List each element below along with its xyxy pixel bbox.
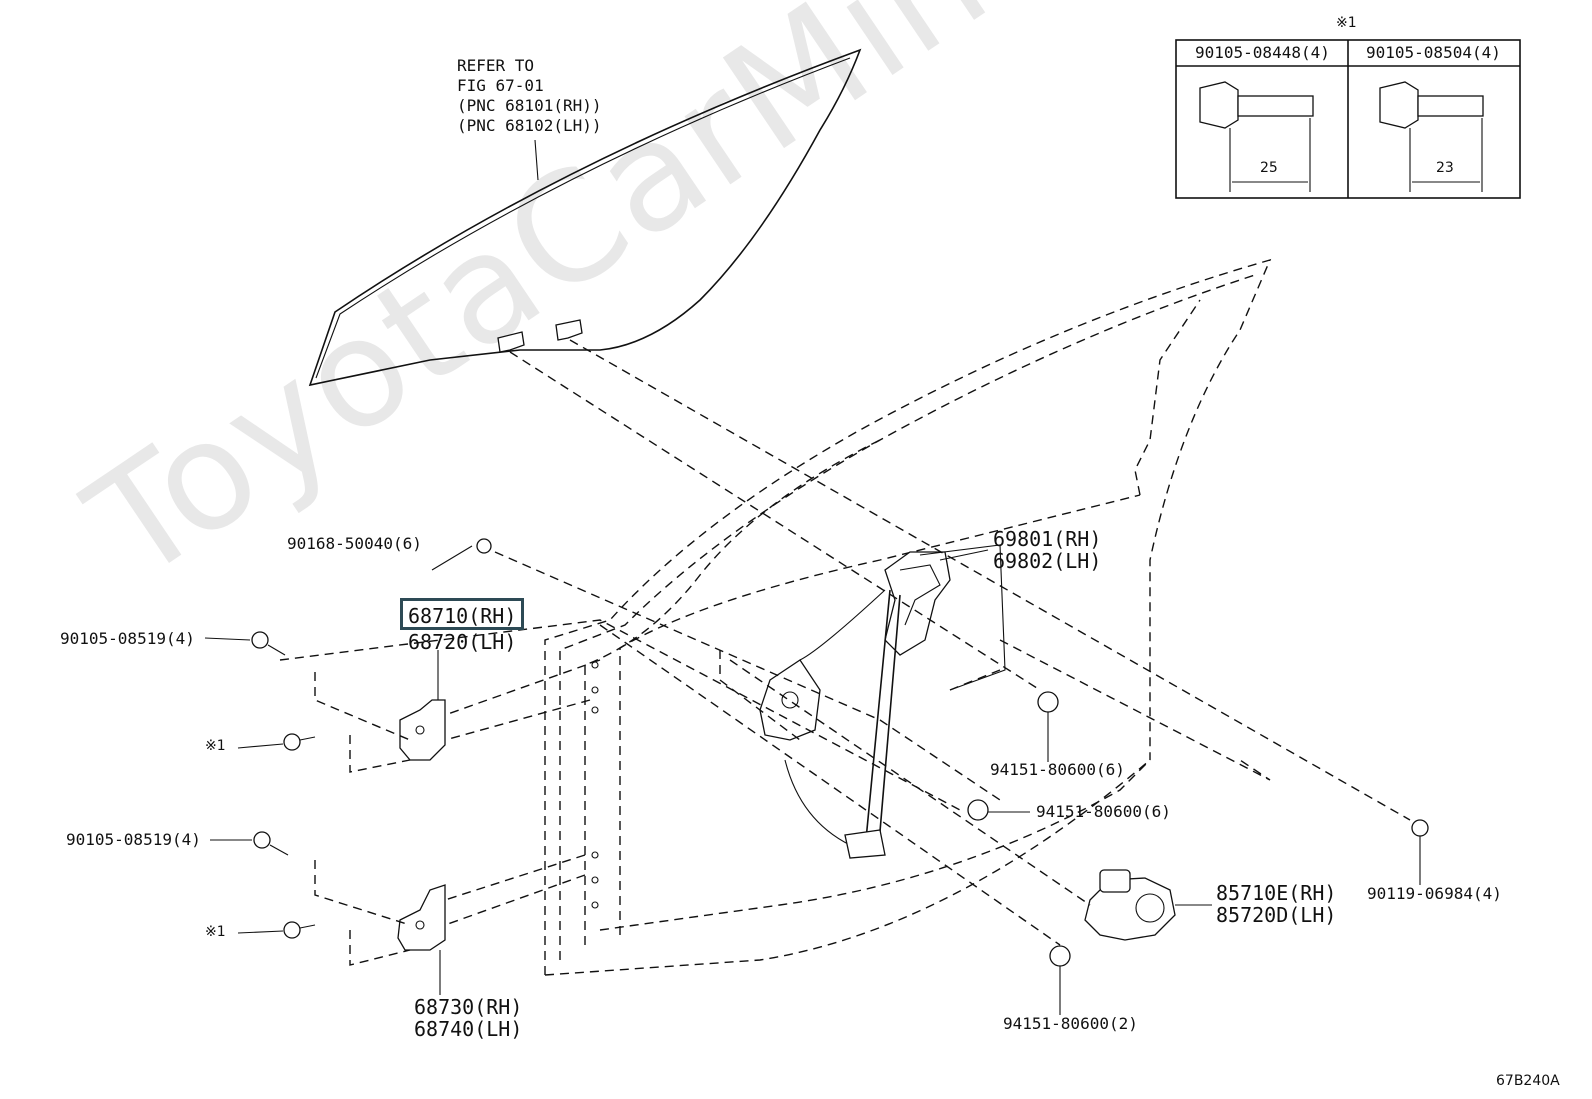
label-hinge-upper-rh: 68710(RH) xyxy=(408,604,517,628)
label-nut-bottom: 94151-80600(2) xyxy=(1003,1014,1138,1033)
bolt-spec-table xyxy=(1175,39,1521,199)
label-bolt-right: 90119-06984(4) xyxy=(1367,884,1502,903)
label-note-upper: ※1 xyxy=(205,738,226,754)
label-nut-center: 94151-80600(6) xyxy=(1036,802,1171,821)
upper-hinge xyxy=(314,659,601,773)
window-glass xyxy=(308,48,862,387)
door-frame xyxy=(544,258,1272,976)
label-bolt-lower: 90105-08519(4) xyxy=(66,830,201,849)
table-note-mark: ※1 xyxy=(1336,15,1357,31)
glass-note-line-3: (PNC 68101(RH)) xyxy=(457,96,602,115)
table-part-1: 90105-08448(4) xyxy=(1195,43,1330,62)
label-hinge-lower-lh: 68740(LH) xyxy=(414,1017,523,1041)
label-hinge-upper-lh: 68720(LH) xyxy=(408,630,517,654)
table-length-2: 23 xyxy=(1436,160,1454,176)
highlight-box xyxy=(400,598,524,630)
table-length-1: 25 xyxy=(1260,160,1278,176)
figure-code: 67B240A xyxy=(1496,1073,1560,1089)
regulator-motor xyxy=(1084,869,1176,941)
label-regulator-rh: 69801(RH) xyxy=(993,527,1102,551)
glass-note-line-2: FIG 67-01 xyxy=(457,76,544,95)
assembly-lines xyxy=(279,339,1411,946)
glass-note-line-4: (PNC 68102(LH)) xyxy=(457,116,602,135)
label-bolt-upper: 90105-08519(4) xyxy=(60,629,195,648)
label-regulator-lh: 69802(LH) xyxy=(993,549,1102,573)
label-note-lower: ※1 xyxy=(205,924,226,940)
leader-lines xyxy=(204,545,1421,1015)
label-hinge-lower-rh: 68730(RH) xyxy=(414,995,523,1019)
label-motor-lh: 85720D(LH) xyxy=(1216,903,1337,927)
label-motor-rh: 85710E(RH) xyxy=(1216,881,1337,905)
label-nut-right: 94151-80600(6) xyxy=(990,760,1125,779)
table-part-2: 90105-08504(4) xyxy=(1366,43,1501,62)
glass-note-line-1: REFER TO xyxy=(457,56,535,75)
fasteners xyxy=(251,538,1429,967)
lower-hinge xyxy=(314,854,586,966)
label-bolt-top: 90168-50040(6) xyxy=(287,534,422,553)
